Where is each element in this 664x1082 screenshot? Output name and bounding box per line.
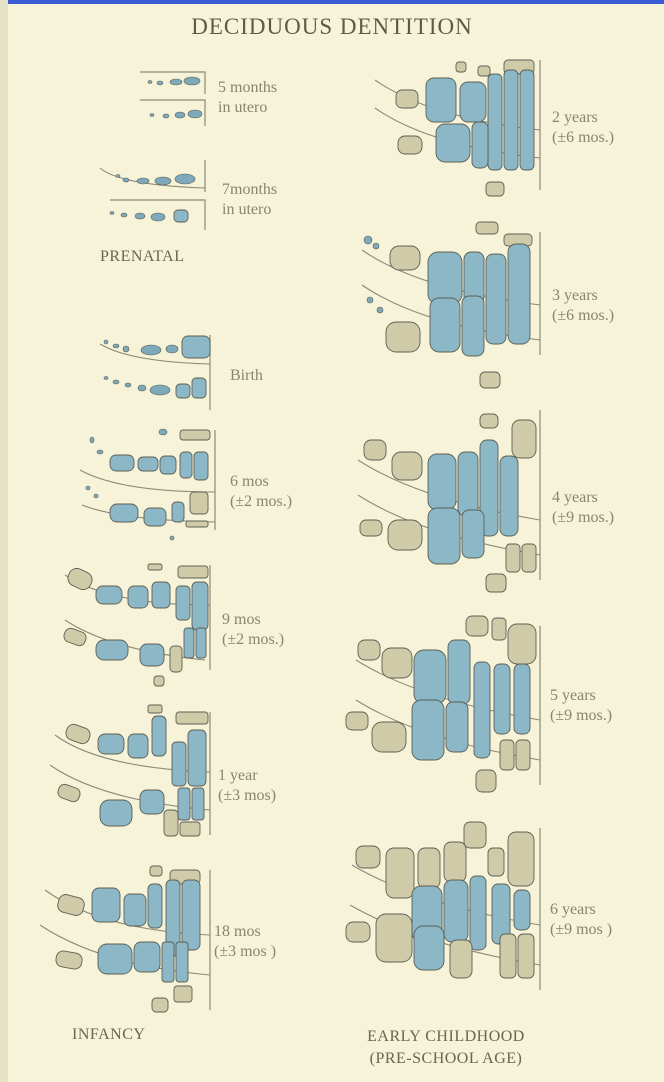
section-early-childhood-subtitle: (PRE-SCHOOL AGE) xyxy=(340,1050,552,1068)
stage-label-birth: Birth xyxy=(230,366,263,386)
dentition-4-years xyxy=(358,410,540,592)
dentition-1-year xyxy=(50,705,210,836)
section-infancy: INFANCY xyxy=(72,1026,145,1044)
section-prenatal: PRENATAL xyxy=(100,248,185,266)
stage-label-4-years: 4 years(±9 mos.) xyxy=(552,488,614,528)
dentition-2-years xyxy=(375,60,540,196)
dentition-18-months xyxy=(40,866,210,1012)
section-early-childhood-title: EARLY CHILDHOOD xyxy=(340,1028,552,1046)
dentition-5-years xyxy=(346,616,540,792)
dentition-6-months xyxy=(80,429,215,540)
section-early-childhood: EARLY CHILDHOOD (PRE-SCHOOL AGE) xyxy=(340,1028,552,1068)
stage-label-1-year: 1 year(±3 mos) xyxy=(218,766,276,806)
stage-label-9-months: 9 mos(±2 mos.) xyxy=(222,610,284,650)
dentition-birth xyxy=(100,335,210,410)
dentition-5-months-in-utero xyxy=(140,72,205,126)
stage-label-2-years: 2 years(±6 mos.) xyxy=(552,108,614,148)
stage-label-3-years: 3 years(±6 mos.) xyxy=(552,286,614,326)
dentition-7-months-in-utero xyxy=(100,160,205,230)
dentition-9-months xyxy=(62,564,210,686)
stage-label-6-years: 6 years(±9 mos ) xyxy=(550,900,612,940)
stage-label-5-years: 5 years(±9 mos.) xyxy=(550,686,612,726)
dentition-3-years xyxy=(362,222,540,388)
stage-label-6-months: 6 mos(±2 mos.) xyxy=(230,472,292,512)
stage-label-18-months: 18 mos(±3 mos ) xyxy=(214,922,276,962)
dentition-6-years xyxy=(346,822,540,990)
